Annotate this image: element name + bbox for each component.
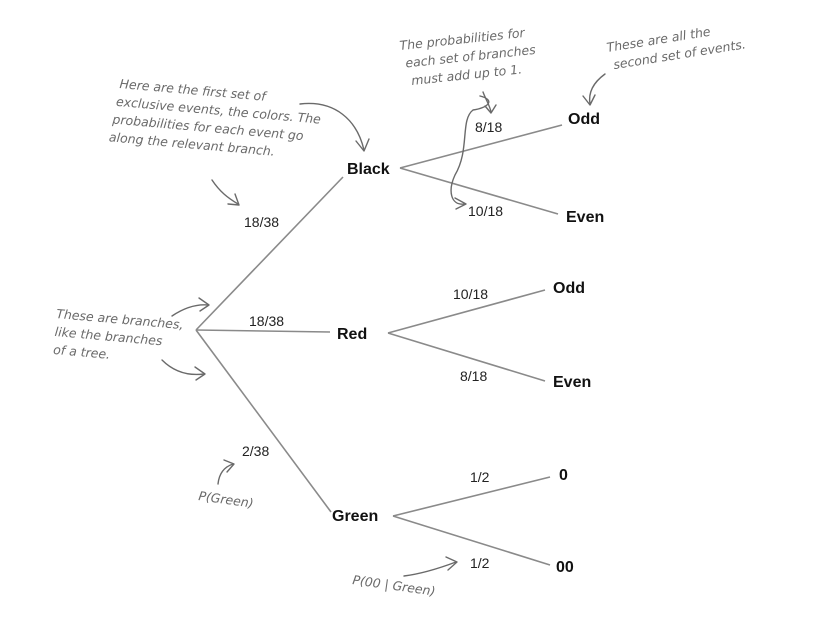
- branch-green-0: [392, 476, 551, 517]
- branch-probabilities: 18/38 18/38 2/38 8/18 10/18 10/18 8/18 1…: [242, 119, 503, 571]
- arrow-to-add-up-prob: [482, 91, 497, 114]
- branch-root-red: [195, 329, 331, 333]
- arrow-to-green-00-prob: [403, 556, 458, 577]
- prob-black-even: 10/18: [468, 203, 503, 219]
- prob-black-odd: 8/18: [475, 119, 502, 135]
- arrow-to-branch-upper: [171, 297, 210, 317]
- prob-red-odd: 10/18: [453, 286, 488, 302]
- node-red-even: Even: [553, 374, 591, 391]
- branch-root-green: [195, 329, 332, 513]
- prob-green-0: 1/2: [470, 469, 490, 485]
- branch-red-odd: [387, 289, 546, 334]
- node-red-odd: Odd: [553, 280, 585, 297]
- node-red: Red: [337, 326, 367, 343]
- prob-green-00: 1/2: [470, 555, 490, 571]
- node-black-even: Even: [566, 209, 604, 226]
- annotation-add-up: The probabilities for each set of branch…: [399, 25, 537, 88]
- annotation-second-set: These are all the second set of events.: [605, 24, 746, 72]
- annotations: Here are the first set of exclusive even…: [53, 24, 747, 599]
- branch-red-even: [387, 332, 546, 382]
- branch-green-00: [392, 515, 551, 566]
- branch-black-odd: [399, 124, 563, 169]
- arrow-to-branch-lower: [161, 359, 206, 381]
- prob-root-green: 2/38: [242, 443, 269, 459]
- node-black: Black: [347, 161, 390, 178]
- annotation-p-green: P(Green): [198, 488, 255, 511]
- prob-root-red: 18/38: [249, 313, 284, 329]
- node-green: Green: [332, 508, 378, 525]
- arrow-to-root-prob: [211, 179, 240, 206]
- branch-black-even: [399, 167, 559, 215]
- prob-red-even: 8/18: [460, 368, 487, 384]
- arrow-to-black: [299, 102, 370, 152]
- prob-root-black: 18/38: [244, 214, 279, 230]
- node-green-0: 0: [559, 467, 568, 484]
- node-black-odd: Odd: [568, 111, 600, 128]
- tree-nodes: Black Red Green Odd Even Odd Even 0 00: [332, 111, 604, 576]
- annotation-branches: These are branches, like the branches of…: [53, 306, 184, 362]
- node-green-00: 00: [556, 559, 574, 576]
- branch-root-black: [195, 176, 344, 331]
- annotation-p-00-green: P(00 | Green): [352, 572, 437, 598]
- tree-branches: [195, 124, 563, 566]
- arrow-to-second-set: [582, 73, 606, 106]
- arrow-to-green-prob: [217, 459, 235, 485]
- annotation-branches-line-3: of a tree.: [53, 342, 111, 362]
- annotation-arrows: [161, 73, 606, 577]
- annotation-first-set: Here are the first set of exclusive even…: [108, 76, 321, 159]
